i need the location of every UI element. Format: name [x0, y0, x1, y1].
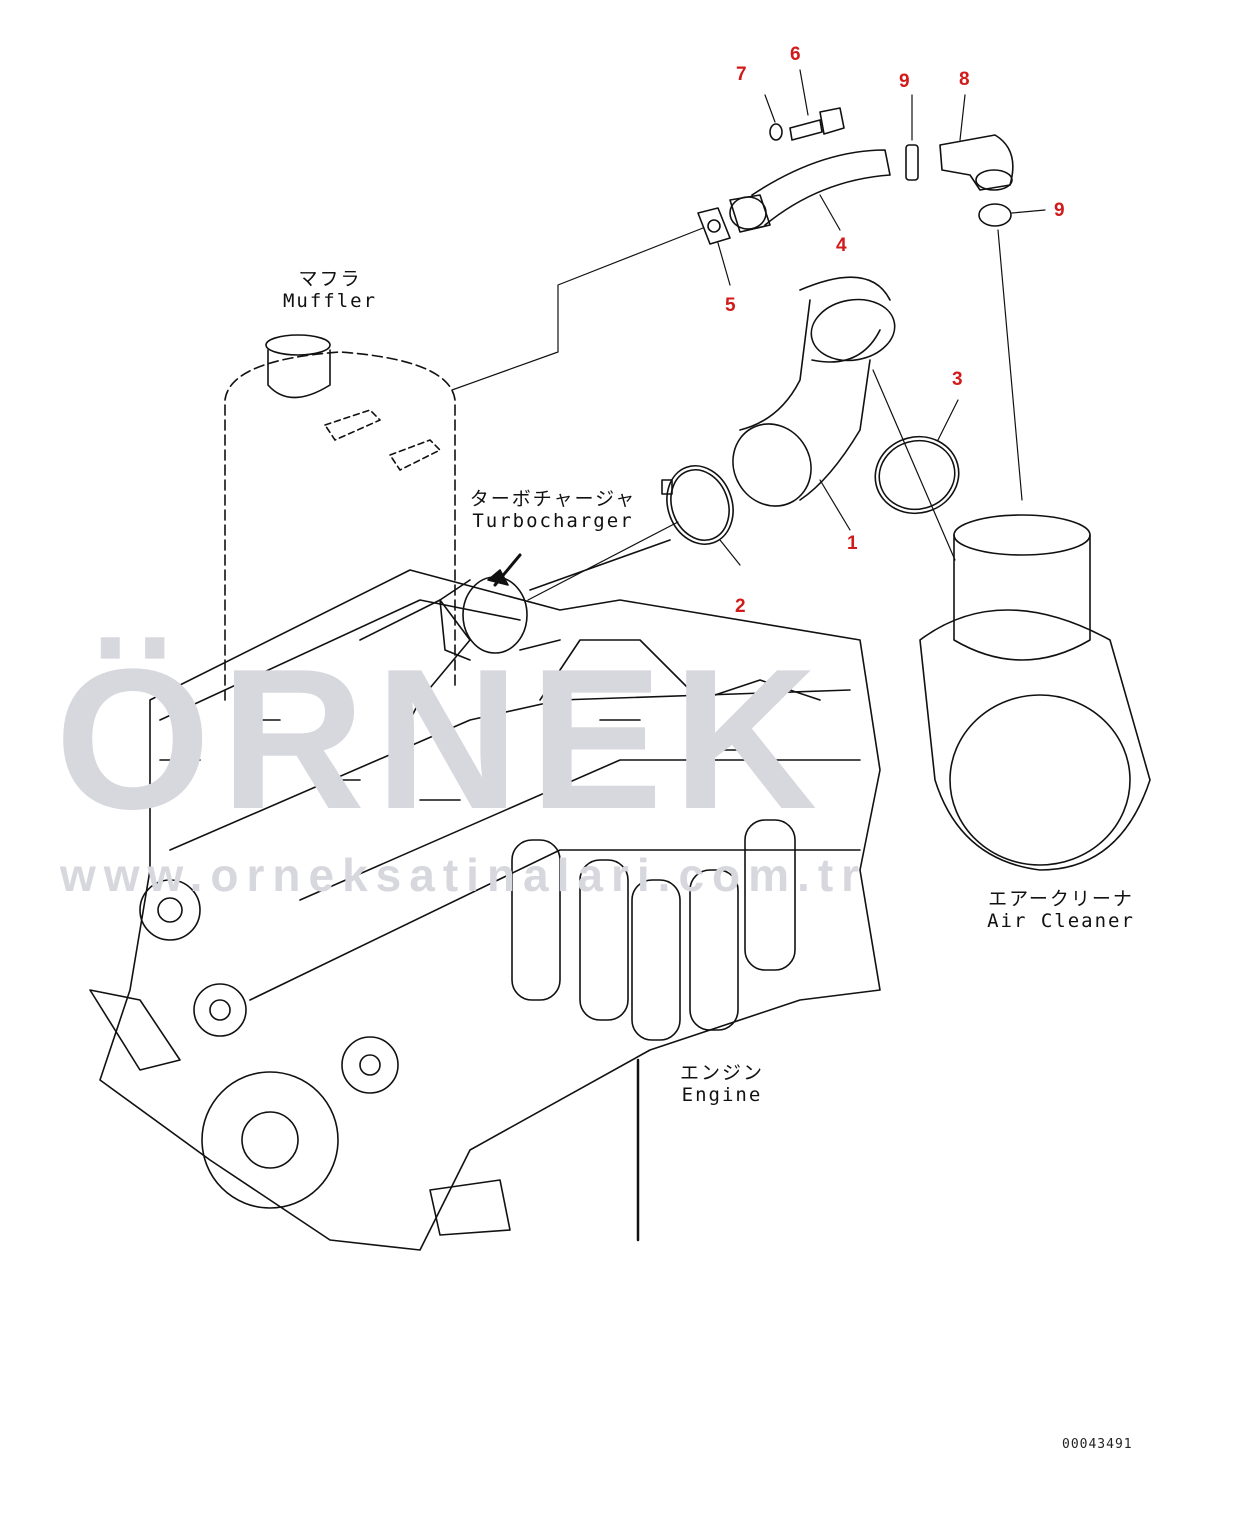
turbocharger-label: ターボチャージャ Turbocharger [468, 488, 638, 532]
part-4-pipe [729, 149, 891, 233]
part-2-clamp [661, 465, 734, 545]
muffler-label: マフラ Muffler [270, 268, 390, 312]
watermark-url: www.orneksatinalari.com.tr [60, 849, 868, 901]
document-number: 00043491 [1062, 1437, 1133, 1452]
callout-9b: 9 [1054, 200, 1065, 221]
muffler-drawing [224, 334, 456, 701]
engine-drawing [89, 569, 881, 1251]
muffler-label-en: Muffler [282, 290, 378, 312]
callout-2: 2 [735, 596, 746, 617]
part-7-washer [769, 123, 783, 141]
part-3-clamp [874, 435, 960, 515]
callout-9a: 9 [899, 71, 910, 92]
part-8-elbow [939, 134, 1014, 191]
engine-label-en: Engine [681, 1084, 763, 1106]
part-1-elbow-hose [732, 276, 896, 507]
callout-8: 8 [959, 69, 970, 90]
part-5-gasket [697, 207, 731, 245]
muffler-label-jp: マフラ [298, 268, 362, 290]
turbocharger-label-en: Turbocharger [472, 510, 634, 532]
air-cleaner-label-jp: エアークリーナ [988, 888, 1134, 910]
callout-5: 5 [725, 295, 736, 316]
part-6-bolt [789, 107, 845, 141]
part-9-pieces [905, 144, 1012, 227]
turbocharger-drawing [439, 539, 671, 661]
air-cleaner-drawing [919, 514, 1151, 871]
air-cleaner-label: エアークリーナ Air Cleaner [982, 888, 1140, 932]
callout-7: 7 [736, 64, 747, 85]
watermark-brand: ÖRNEK [55, 628, 828, 851]
engine-label-jp: エンジン [679, 1062, 764, 1084]
air-cleaner-label-en: Air Cleaner [987, 910, 1135, 932]
engine-label: エンジン Engine [672, 1062, 772, 1106]
leader-lines [451, 69, 1046, 601]
callout-3: 3 [952, 369, 963, 390]
turbocharger-label-jp: ターボチャージャ [469, 488, 637, 510]
callout-6: 6 [790, 44, 801, 65]
callout-4: 4 [836, 235, 847, 256]
callout-1: 1 [847, 533, 858, 554]
